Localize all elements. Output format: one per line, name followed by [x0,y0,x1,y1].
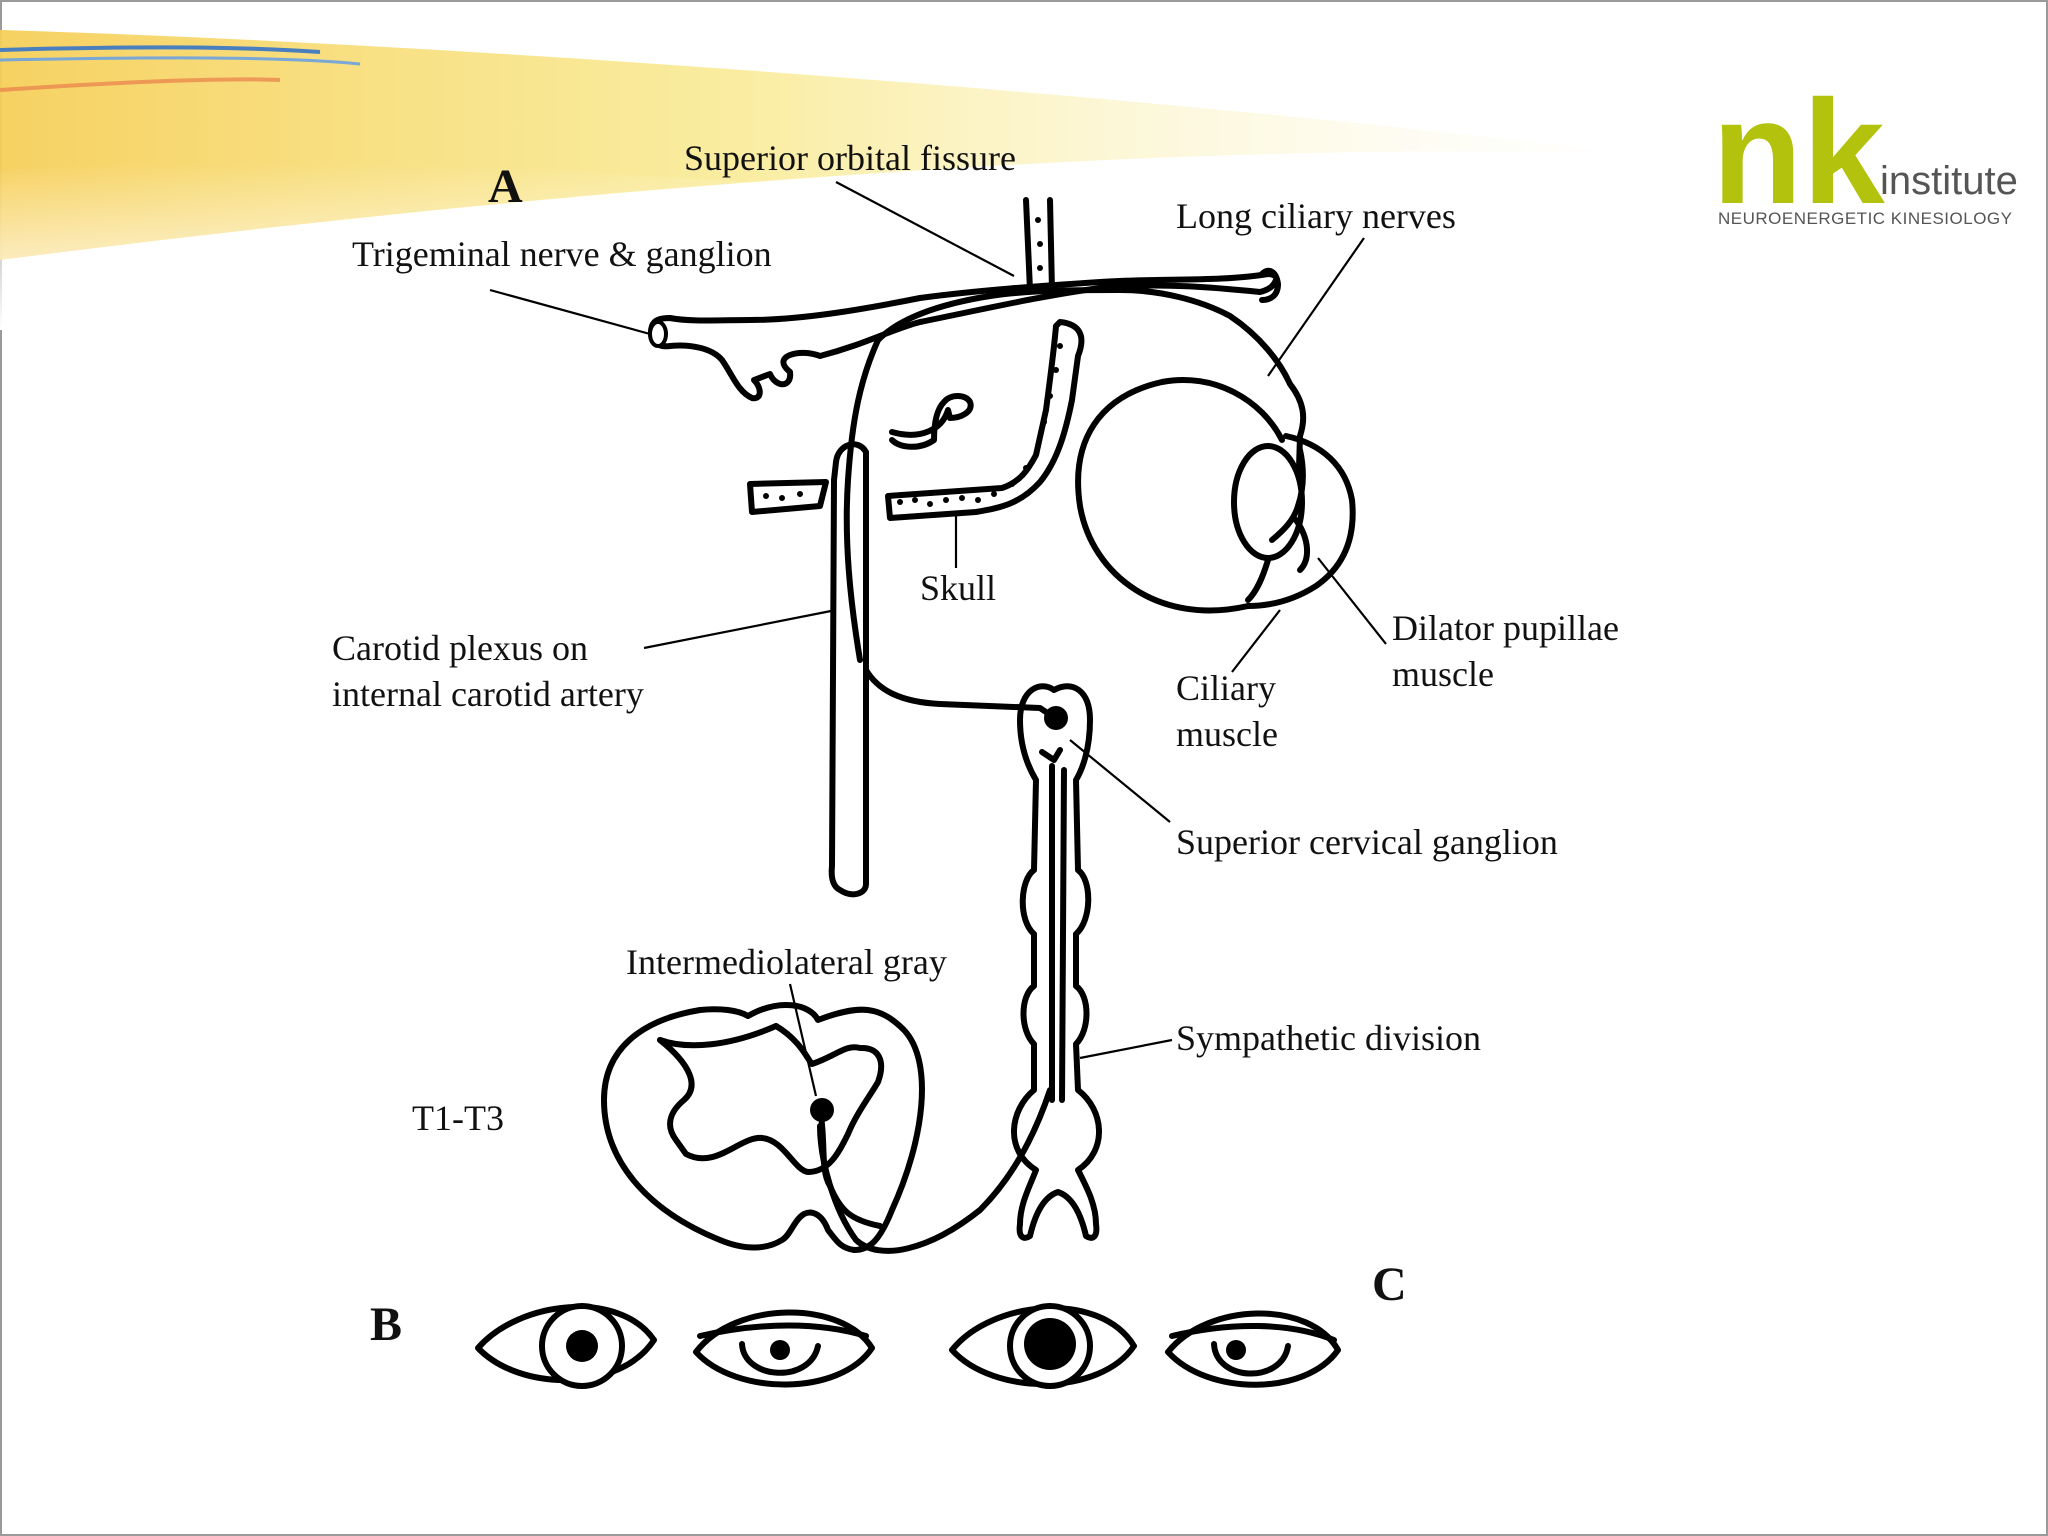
leader-lines [489,181,1387,1097]
label-ciliary-line2: muscle [1176,714,1278,754]
label-superior-orbital-fissure: Superior orbital fissure [684,138,1016,178]
logo-tagline: NEUROENERGETIC KINESIOLOGY [1718,209,2013,228]
eye-b-left [475,1303,657,1389]
sympathetic-trunk [1011,683,1102,1241]
superior-cervical-ganglion-dot [1044,706,1068,730]
label-sympathetic-division: Sympathetic division [1176,1018,1481,1058]
label-intermediolateral-gray: Intermediolateral gray [626,942,947,982]
label-carotid-line2: internal carotid artery [332,674,644,714]
panel-label-b: B [370,1298,402,1351]
label-spinal-level: T1-T3 [412,1098,504,1138]
label-long-ciliary-nerves: Long ciliary nerves [1176,196,1456,236]
eye-c-left [949,1303,1137,1389]
carotid-plexus-nerve [843,337,1055,719]
diagram-a: A Superior orbital fissure Trigeminal ne… [332,138,1619,1254]
intermediolateral-gray-dot [810,1098,834,1122]
header-swoosh [0,30,1640,330]
logo-word: institute [1880,159,2018,203]
label-superior-cervical-ganglion: Superior cervical ganglion [1176,822,1558,862]
panel-c-eyes: C [949,1258,1407,1389]
panel-label-a: A [488,160,523,213]
label-trigeminal: Trigeminal nerve & ganglion [352,234,772,274]
label-dilator-line2: muscle [1392,654,1494,694]
label-skull: Skull [920,568,996,608]
trigeminal-nerve [648,267,1307,503]
eyeball [1075,376,1356,614]
logo-mark: nk [1712,70,1885,235]
nk-institute-logo: nk institute NEUROENERGETIC KINESIOLOGY [1712,70,2018,235]
vessel-stub [889,393,974,450]
eye-c-right [1165,1310,1341,1388]
lens [1231,443,1305,561]
label-ciliary-line1: Ciliary [1176,668,1276,708]
label-dilator-line1: Dilator pupillae [1392,608,1619,648]
panel-b-eyes: B [370,1298,875,1389]
spinal-cord-section [601,1002,1053,1254]
panel-label-c: C [1372,1258,1407,1311]
label-carotid-line1: Carotid plexus on [332,628,588,668]
eye-b-right [693,1309,875,1388]
